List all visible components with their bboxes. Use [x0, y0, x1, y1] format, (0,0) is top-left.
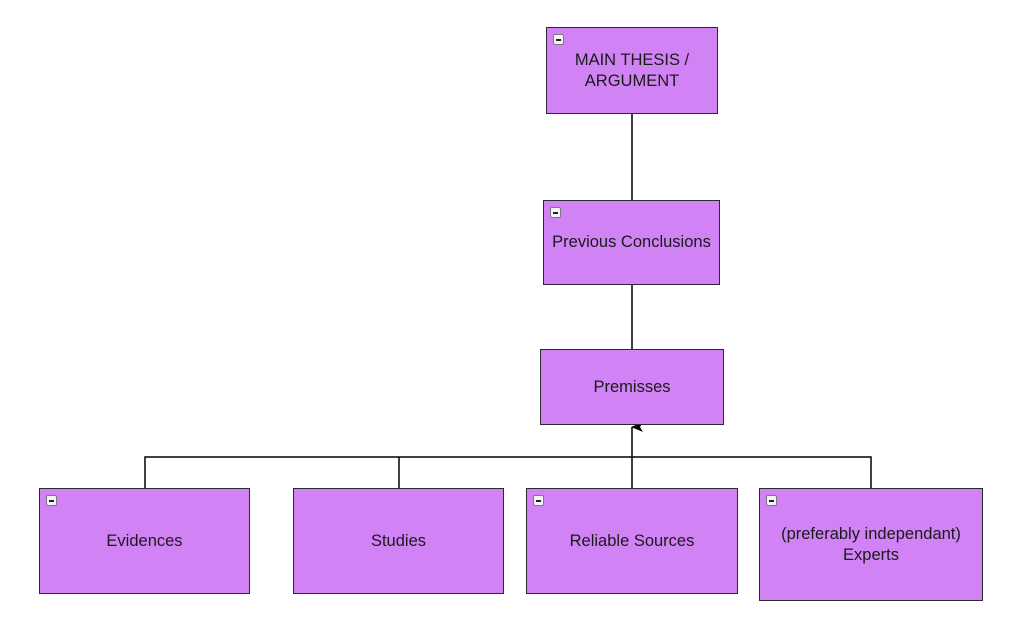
node-main-thesis[interactable]: MAIN THESIS / ARGUMENT	[546, 27, 718, 114]
collapse-toggle-icon[interactable]	[766, 495, 777, 506]
node-experts[interactable]: (preferably independant) Experts	[759, 488, 983, 601]
collapse-toggle-icon[interactable]	[533, 495, 544, 506]
node-label: Reliable Sources	[569, 531, 695, 550]
connector-evidences-premisses	[144, 456, 632, 488]
node-label: Premisses	[593, 377, 671, 396]
node-label: (preferably independant) Experts	[781, 524, 961, 564]
node-studies[interactable]: Studies	[293, 488, 504, 594]
node-previous-conclusions[interactable]: Previous Conclusions	[543, 200, 720, 285]
node-evidences[interactable]: Evidences	[39, 488, 250, 594]
node-label: MAIN THESIS / ARGUMENT	[574, 50, 690, 90]
collapse-toggle-icon[interactable]	[553, 34, 564, 45]
node-label: Previous Conclusions	[552, 233, 711, 251]
node-label: Studies	[370, 531, 427, 550]
node-reliable-sources[interactable]: Reliable Sources	[526, 488, 738, 594]
collapse-toggle-icon[interactable]	[550, 207, 561, 218]
collapse-toggle-icon[interactable]	[46, 495, 57, 506]
connector-experts-premisses	[632, 456, 872, 488]
node-label: Evidences	[106, 531, 183, 550]
node-premisses[interactable]: Premisses	[540, 349, 724, 425]
